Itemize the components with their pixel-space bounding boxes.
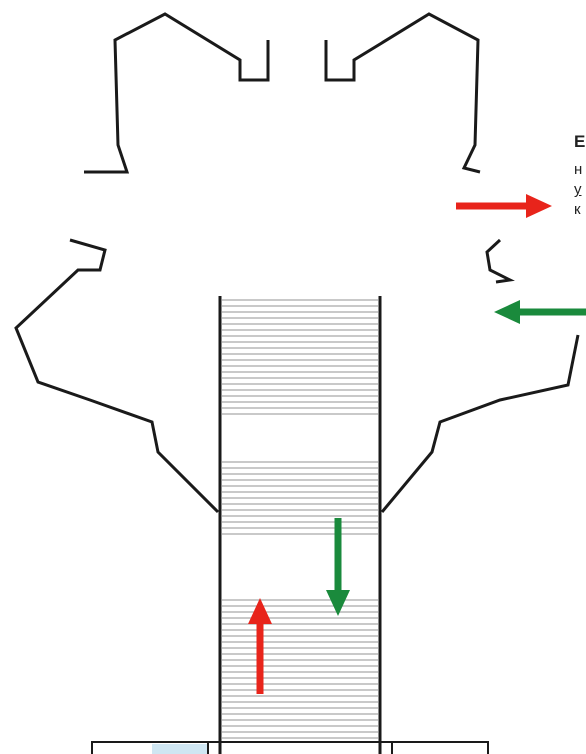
tube-stripes (222, 299, 378, 739)
base-plate-outline (91, 741, 489, 754)
base-plate-highlight (152, 744, 208, 754)
callout-line-2: у (574, 181, 582, 198)
central-tube (218, 296, 382, 754)
top-left-bracket-outline (84, 12, 270, 174)
callout-line-1: н (574, 161, 583, 178)
top-right-bracket-outline (324, 12, 481, 174)
lower-right-arm-body-outline (380, 334, 580, 513)
lower-left-arm-outline (14, 238, 220, 514)
green-arrow-left (494, 300, 586, 324)
red-arrow-up (248, 598, 272, 694)
lower-right-arm-outline (485, 238, 515, 284)
base-plate (91, 741, 489, 754)
callout-title: E (574, 132, 586, 151)
red-arrow-right (456, 194, 552, 218)
callout-line-3: к (574, 201, 581, 218)
green-arrow-down (326, 518, 350, 616)
